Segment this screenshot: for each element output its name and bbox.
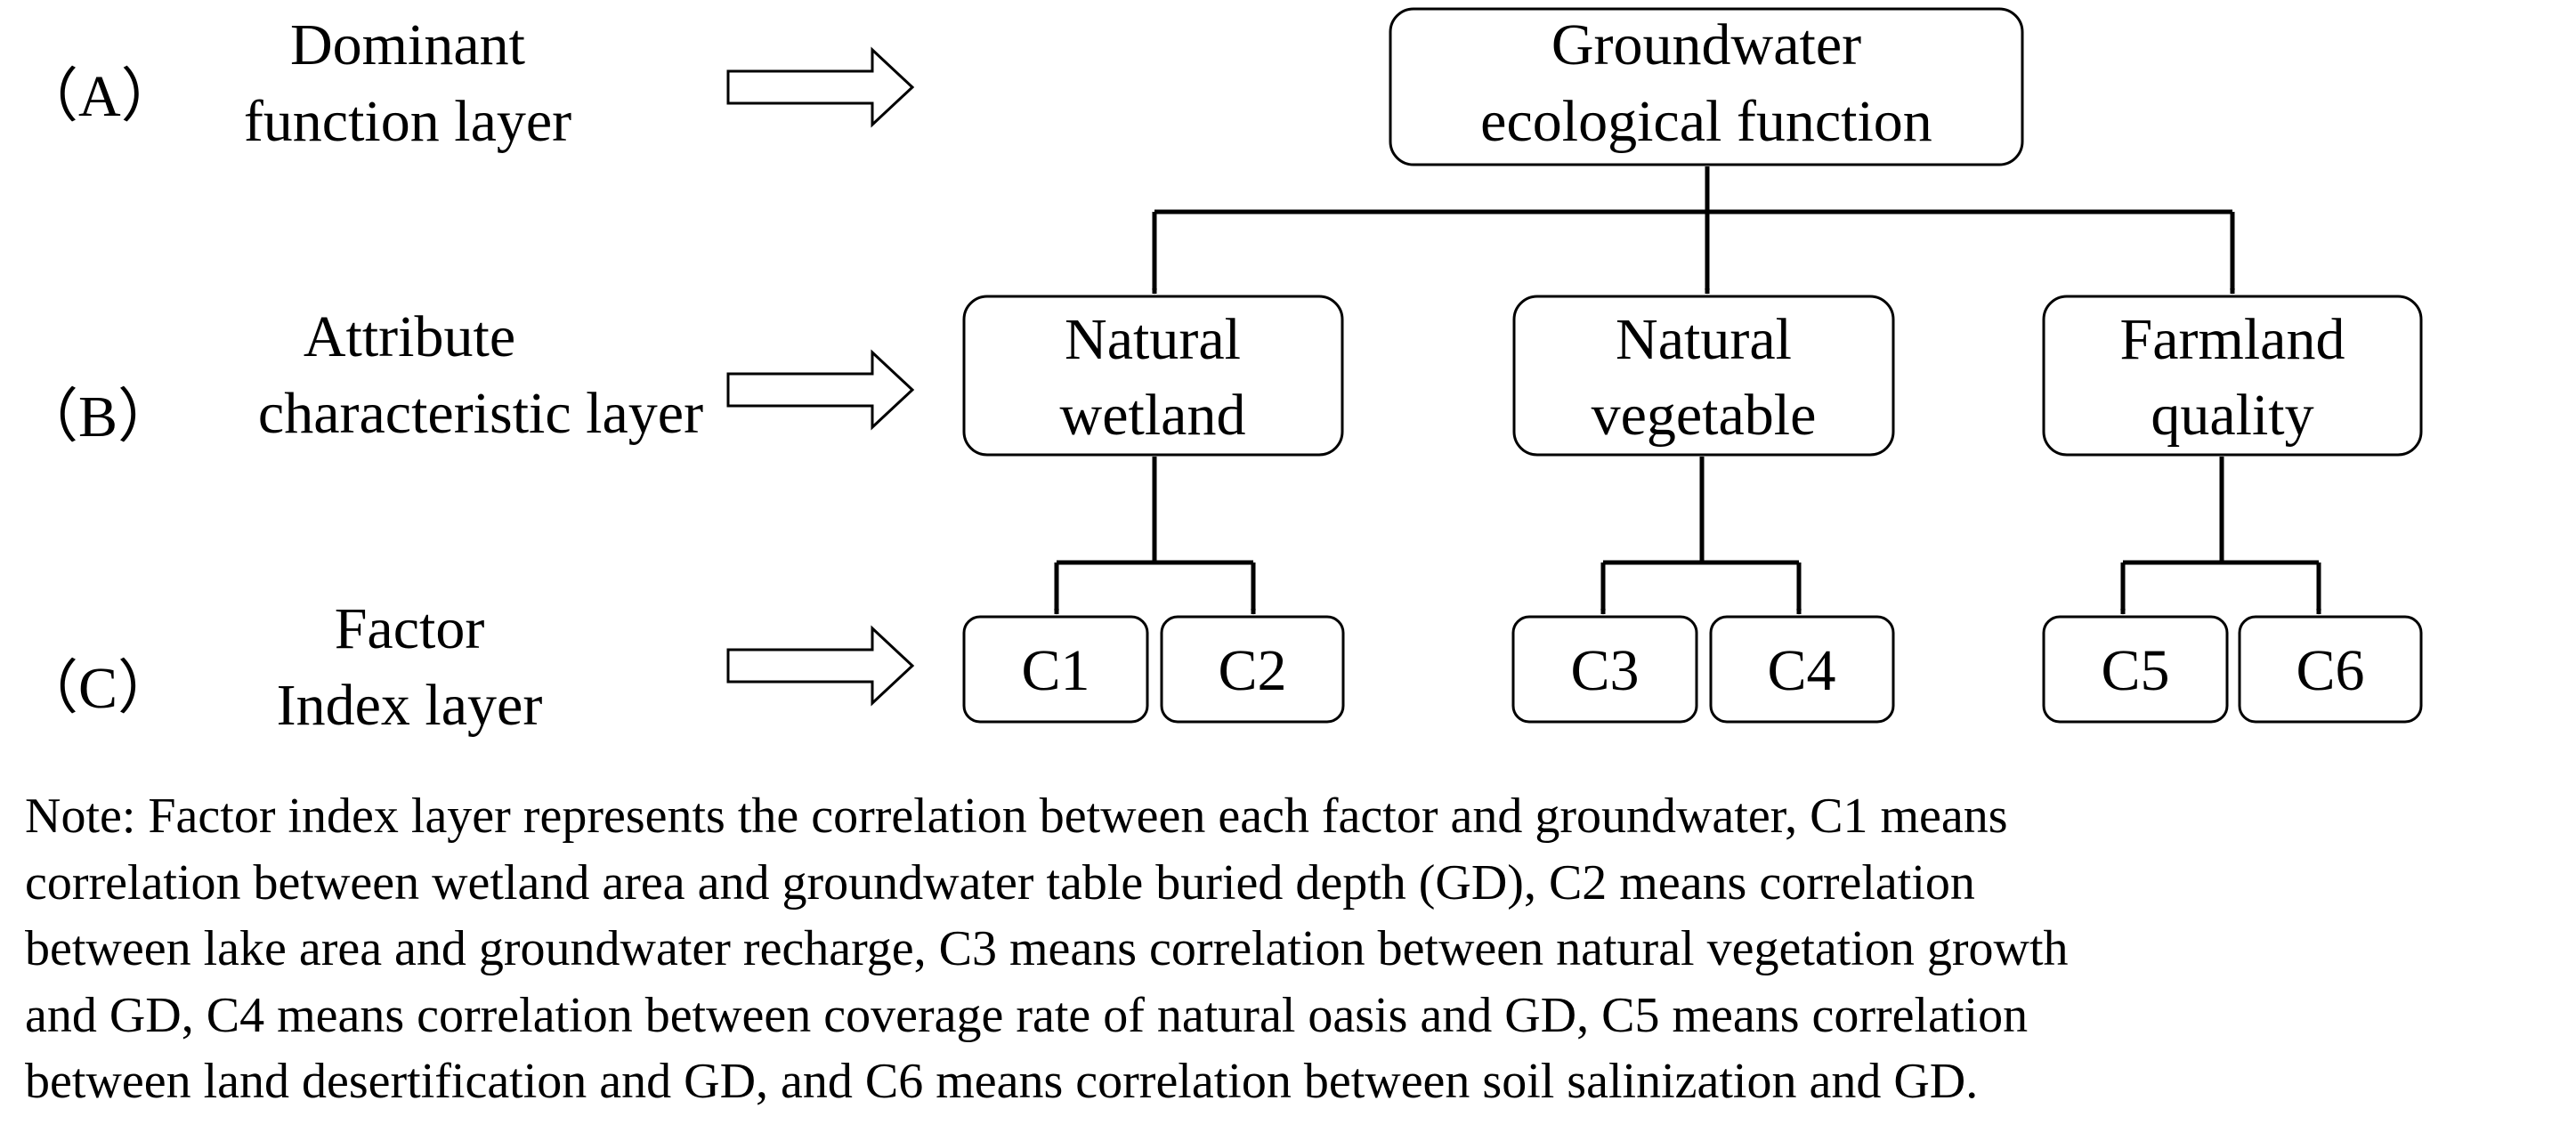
- layer-c-name-line1: Factor: [335, 596, 485, 661]
- note-line: Note: Factor index layer represents the …: [25, 789, 2008, 844]
- layer-label-c: （C） Factor Index layer: [20, 596, 542, 738]
- note-paragraph: Note: Factor index layer represents the …: [25, 783, 2562, 1115]
- attribute-node-line2: vegetable: [1592, 383, 1817, 448]
- attribute-node-line2: wetland: [1060, 383, 1246, 448]
- layer-a-letter: （A）: [20, 64, 180, 129]
- factor-node-c1: C1: [962, 615, 1149, 724]
- layer-label-b: （B） Attribute characteristic layer: [20, 304, 703, 449]
- factor-node-c6: C6: [2238, 615, 2423, 724]
- layer-b-name-line2: characteristic layer: [258, 381, 703, 446]
- layer-b-letter: （B）: [20, 384, 176, 449]
- factor-node-c3: C3: [1511, 615, 1698, 724]
- factor-node-label: C1: [1021, 638, 1090, 703]
- layer-label-a: （A） Dominant function layer: [20, 12, 571, 154]
- hollow-arrow-icon: [726, 46, 915, 128]
- note-line: correlation between wetland area and gro…: [25, 854, 1975, 910]
- layer-a-name-line2: function layer: [244, 89, 571, 154]
- hierarchy-diagram: （A） Dominant function layer （B） Attribut…: [20, 7, 2423, 738]
- attribute-node-line1: Natural: [1616, 307, 1792, 372]
- layer-b-name-line1: Attribute: [304, 304, 515, 369]
- attribute-node-line1: Farmland: [2120, 307, 2345, 372]
- note-line: between lake area and groundwater rechar…: [25, 921, 2069, 976]
- factor-node-label: C2: [1218, 638, 1286, 703]
- factor-node-label: C6: [2296, 638, 2364, 703]
- layer-c-letter: （C）: [20, 656, 176, 721]
- factor-node-label: C4: [1767, 638, 1835, 703]
- note-line: and GD, C4 means correlation between cov…: [25, 987, 2029, 1043]
- factor-node-c4: C4: [1709, 615, 1895, 724]
- layer-c-name-line2: Index layer: [277, 673, 543, 738]
- attribute-node-vegetable: Natural vegetable: [1512, 295, 1895, 457]
- attribute-node-wetland: Natural wetland: [962, 295, 1344, 457]
- factor-node-label: C3: [1570, 638, 1639, 703]
- hollow-arrow-icon: [726, 625, 915, 707]
- hollow-arrow-icon: [726, 349, 915, 431]
- note-line: between land desertification and GD, and…: [25, 1054, 1979, 1109]
- factor-node-c5: C5: [2042, 615, 2229, 724]
- factor-node-c2: C2: [1160, 615, 1345, 724]
- layer-a-name-line1: Dominant: [290, 12, 525, 77]
- attribute-node-farmland: Farmland quality: [2042, 295, 2423, 457]
- attribute-node-line2: quality: [2151, 383, 2313, 448]
- factor-node-label: C5: [2101, 638, 2169, 703]
- root-node-line2: ecological function: [1480, 89, 1932, 154]
- root-node: Groundwater ecological function: [1389, 7, 2024, 166]
- attribute-node-line1: Natural: [1065, 307, 1241, 372]
- root-node-line1: Groundwater: [1551, 12, 1861, 77]
